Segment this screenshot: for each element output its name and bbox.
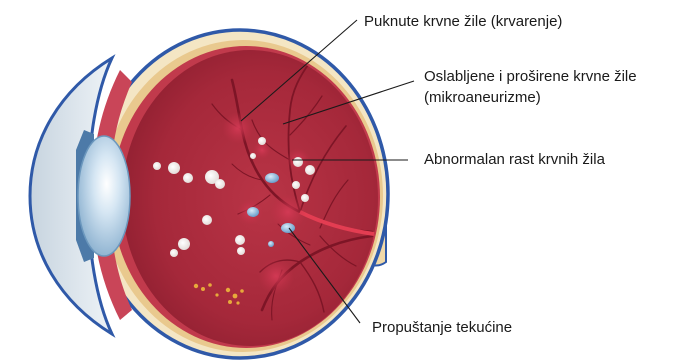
vitreous-body: [122, 50, 378, 346]
label-burst-vessels: Puknute krvne žile (krvarenje): [364, 13, 562, 30]
lens: [78, 136, 130, 256]
eyeball-cross-section-icon: [30, 30, 388, 358]
label-weak-vessels-line1: Oslabljene i proširene krvne žile: [424, 68, 637, 85]
label-fluid-leakage: Propuštanje tekućine: [372, 319, 512, 336]
label-abnormal-growth: Abnormalan rast krvnih žila: [424, 151, 606, 168]
label-weak-vessels-line2: (mikroaneurizme): [424, 89, 541, 106]
